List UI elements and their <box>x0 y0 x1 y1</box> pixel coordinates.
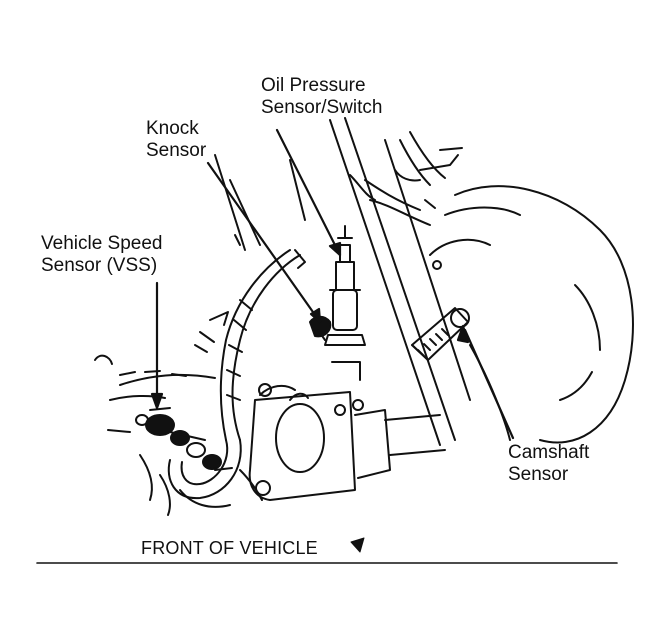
camshaft-leader <box>463 328 515 440</box>
camshaft-sensor-body <box>411 307 470 361</box>
knock-sensor-label: Knock Sensor <box>146 118 206 162</box>
knock-leader <box>206 161 322 324</box>
vss-label-line2: Sensor (VSS) <box>41 255 158 276</box>
oil-pressure-arrowhead <box>328 241 342 257</box>
knock-arrowhead <box>309 307 322 324</box>
filled-arrowhead-icon <box>350 537 365 553</box>
knock-sensor-label-line2: Sensor <box>146 140 207 161</box>
mount-bracket <box>248 383 446 501</box>
vehicle-speed-sensor-body <box>135 407 233 471</box>
leader-arrows <box>150 128 515 440</box>
bracket-marks <box>194 234 309 401</box>
oil-pressure-leader <box>275 128 342 257</box>
camshaft-label-line1: Camshaft <box>508 442 590 463</box>
oil-pressure-label: Oil Pressure Sensor/Switch <box>261 75 382 119</box>
oil-pressure-sensor-body <box>324 225 366 381</box>
camshaft-arrowhead <box>456 324 470 344</box>
upper-pipes <box>349 131 463 209</box>
front-of-vehicle-caption: FRONT OF VEHICLE <box>141 538 318 558</box>
engine-block-edges <box>214 117 471 446</box>
camshaft-label-line2: Sensor <box>508 464 569 485</box>
camshaft-sensor-label: Camshaft Sensor <box>508 442 589 486</box>
vss-label: Vehicle Speed Sensor (VSS) <box>41 233 163 277</box>
oil-pressure-label-line2: Sensor/Switch <box>261 97 383 118</box>
vss-label-line1: Vehicle Speed <box>41 233 163 254</box>
vss-arrowhead <box>150 392 164 410</box>
wiring-harness <box>167 249 306 500</box>
transmission-housing <box>94 354 263 516</box>
oil-pressure-label-line1: Oil Pressure <box>261 75 366 96</box>
knock-sensor-label-line1: Knock <box>146 118 199 139</box>
